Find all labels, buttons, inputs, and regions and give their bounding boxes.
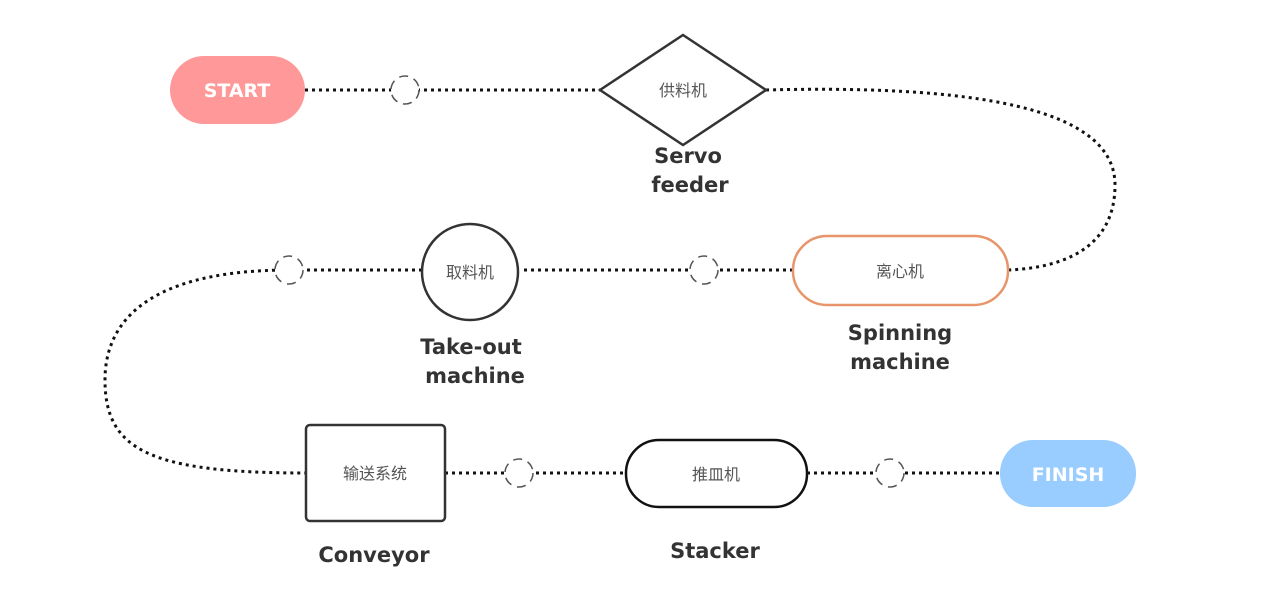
svg-text:供料机: 供料机 bbox=[659, 81, 707, 100]
svg-text:FINISH: FINISH bbox=[1032, 464, 1105, 486]
svg-text:输送系统: 输送系统 bbox=[343, 464, 407, 483]
junction-circle-icon bbox=[504, 458, 534, 488]
finish-node[interactable]: FINISH bbox=[1000, 440, 1136, 507]
junction-circle-icon bbox=[689, 255, 719, 285]
svg-text:推皿机: 推皿机 bbox=[692, 465, 740, 484]
junction-circle-icon bbox=[390, 75, 420, 105]
svg-text:START: START bbox=[204, 80, 271, 102]
spinning-machine-label: machine bbox=[850, 350, 950, 374]
spinning-machine-label: Spinning bbox=[848, 321, 952, 345]
stacker-label: Stacker bbox=[670, 539, 760, 563]
conveyor-node[interactable]: 输送系统 bbox=[304, 423, 447, 523]
spinning-machine-node[interactable]: 离心机 bbox=[791, 234, 1010, 307]
svg-text:离心机: 离心机 bbox=[876, 262, 924, 281]
start-node[interactable]: START bbox=[170, 56, 305, 124]
takeout-machine-label: Take-out bbox=[420, 335, 522, 359]
stacker-node[interactable]: 推皿机 bbox=[624, 438, 809, 509]
conveyor-label: Conveyor bbox=[318, 543, 430, 567]
servo-feeder-node[interactable]: 供料机 bbox=[597, 33, 769, 147]
junction-circle-icon bbox=[875, 458, 905, 488]
connector-takeout-to-conveyor bbox=[103, 268, 422, 475]
takeout-machine-node[interactable]: 取料机 bbox=[420, 222, 520, 322]
junction-circle-icon bbox=[274, 255, 304, 285]
svg-text:取料机: 取料机 bbox=[446, 263, 494, 282]
servo-feeder-label: feeder bbox=[651, 173, 729, 197]
servo-feeder-label: Servo bbox=[654, 144, 722, 168]
takeout-machine-label: machine bbox=[425, 364, 525, 388]
